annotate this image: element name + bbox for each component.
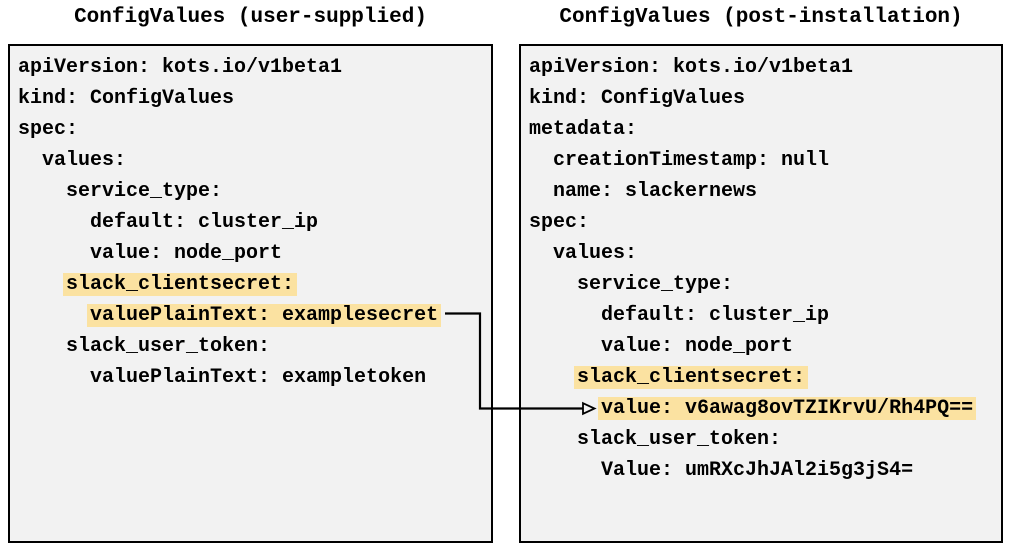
yaml-text: kind: ConfigValues <box>529 87 746 110</box>
yaml-text: apiVersion: kots.io/v1beta1 <box>18 56 343 79</box>
yaml-line: spec: <box>18 114 491 145</box>
highlighted-yaml-text: valuePlainText: examplesecret <box>90 304 439 327</box>
yaml-line: default: cluster_ip <box>529 300 1001 331</box>
highlighted-yaml-text: slack_clientsecret: <box>66 273 295 296</box>
left-panel-title: ConfigValues (user-supplied) <box>74 6 427 29</box>
yaml-text: value: node_port <box>90 242 283 265</box>
yaml-text: name: slackernews <box>553 180 758 203</box>
highlighted-yaml-text: value: v6awag8ovTZIKrvU/Rh4PQ== <box>601 397 974 420</box>
yaml-text: Value: umRXcJhJAl2i5g3jS4= <box>601 459 914 482</box>
yaml-line: service_type: <box>18 176 491 207</box>
yaml-line: slack_user_token: <box>529 424 1001 455</box>
yaml-line: metadata: <box>529 114 1001 145</box>
yaml-line: valuePlainText: exampletoken <box>18 362 491 393</box>
yaml-text: spec: <box>529 211 590 234</box>
yaml-line: slack_clientsecret: <box>529 362 1001 393</box>
yaml-line: default: cluster_ip <box>18 207 491 238</box>
yaml-text: kind: ConfigValues <box>18 87 235 110</box>
yaml-text: service_type: <box>66 180 223 203</box>
yaml-line: name: slackernews <box>529 176 1001 207</box>
yaml-line: kind: ConfigValues <box>18 83 491 114</box>
yaml-line: kind: ConfigValues <box>529 83 1001 114</box>
yaml-line: valuePlainText: examplesecret <box>18 300 491 331</box>
post-installation-yaml-box: apiVersion: kots.io/v1beta1 kind: ConfigV… <box>519 44 1003 543</box>
yaml-text: service_type: <box>577 273 734 296</box>
yaml-text: slack_user_token: <box>577 428 782 451</box>
yaml-line: values: <box>529 238 1001 269</box>
yaml-line: value: node_port <box>529 331 1001 362</box>
yaml-text: values: <box>553 242 638 265</box>
yaml-line: value: node_port <box>18 238 491 269</box>
yaml-line: slack_clientsecret: <box>18 269 491 300</box>
yaml-text: apiVersion: kots.io/v1beta1 <box>529 56 854 79</box>
user-supplied-yaml-box: apiVersion: kots.io/v1beta1 kind: ConfigV… <box>8 44 493 543</box>
yaml-text: slack_user_token: <box>66 335 271 358</box>
highlighted-yaml-text: slack_clientsecret: <box>577 366 806 389</box>
yaml-text: valuePlainText: exampletoken <box>90 366 427 389</box>
yaml-line: creationTimestamp: null <box>529 145 1001 176</box>
yaml-line: value: v6awag8ovTZIKrvU/Rh4PQ== <box>529 393 1001 424</box>
yaml-text: metadata: <box>529 118 638 141</box>
yaml-text: default: cluster_ip <box>601 304 830 327</box>
yaml-line: apiVersion: kots.io/v1beta1 <box>529 52 1001 83</box>
yaml-text: value: node_port <box>601 335 794 358</box>
yaml-line: slack_user_token: <box>18 331 491 362</box>
yaml-text: creationTimestamp: null <box>553 149 830 172</box>
yaml-line: values: <box>18 145 491 176</box>
yaml-line: service_type: <box>529 269 1001 300</box>
yaml-text: default: cluster_ip <box>90 211 319 234</box>
right-panel-title: ConfigValues (post-installation) <box>559 6 963 29</box>
yaml-line: spec: <box>529 207 1001 238</box>
yaml-line: apiVersion: kots.io/v1beta1 <box>18 52 491 83</box>
yaml-line: Value: umRXcJhJAl2i5g3jS4= <box>529 455 1001 486</box>
yaml-text: values: <box>42 149 127 172</box>
yaml-text: spec: <box>18 118 79 141</box>
